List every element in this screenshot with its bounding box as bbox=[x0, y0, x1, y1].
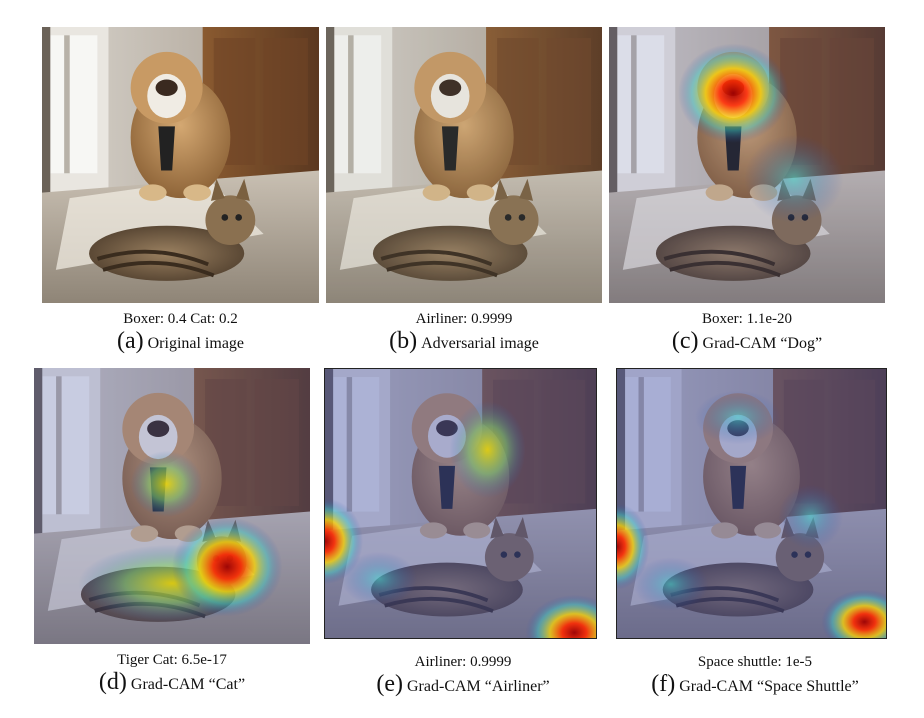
original-image bbox=[42, 27, 319, 303]
caption: (b) Adversarial image bbox=[326, 328, 602, 357]
panel-d: Tiger Cat: 6.5e-17 (d) Grad-CAM “Cat” bbox=[34, 368, 310, 698]
panel-f: Space shuttle: 1e-5 (f) Grad-CAM “Space … bbox=[616, 368, 893, 700]
caption: (e) Grad-CAM “Airliner” bbox=[325, 671, 601, 700]
score-label: Boxer: 1.1e-20 bbox=[702, 311, 792, 327]
caption-letter: (c) bbox=[671, 328, 699, 354]
caption-letter: (a) bbox=[116, 328, 144, 354]
caption: (f) Grad-CAM “Space Shuttle” bbox=[617, 671, 893, 700]
panel-a: Boxer: 0.4 Cat: 0.2 (a) Original image bbox=[42, 27, 319, 357]
caption-letter: (d) bbox=[98, 669, 127, 695]
panel-c: Boxer: 1.1e-20 (c) Grad-CAM “Dog” bbox=[609, 27, 885, 357]
caption-text: Adversarial image bbox=[421, 335, 539, 352]
score-label: Space shuttle: 1e-5 bbox=[697, 654, 813, 670]
score-label: Tiger Cat: 6.5e-17 bbox=[117, 652, 227, 668]
gradcam-space-shuttle-image bbox=[616, 368, 887, 639]
adversarial-image bbox=[326, 27, 602, 303]
gradcam-airliner-image bbox=[324, 368, 597, 639]
panel-e: Airliner: 0.9999 (e) Grad-CAM “Airliner” bbox=[324, 368, 601, 700]
caption: (a) Original image bbox=[42, 328, 319, 357]
score-label: Airliner: 0.9999 bbox=[415, 311, 513, 327]
score-label: Airliner: 0.9999 bbox=[414, 654, 512, 670]
caption-text: Grad-CAM “Space Shuttle” bbox=[679, 678, 859, 695]
caption-text: Grad-CAM “Dog” bbox=[702, 335, 823, 352]
caption-text: Original image bbox=[147, 335, 245, 352]
caption-letter: (f) bbox=[651, 671, 676, 697]
caption: (c) Grad-CAM “Dog” bbox=[609, 328, 885, 357]
caption-text: Grad-CAM “Airliner” bbox=[407, 678, 550, 695]
caption-letter: (b) bbox=[389, 328, 418, 354]
caption: (d) Grad-CAM “Cat” bbox=[34, 669, 310, 698]
score-label: Boxer: 0.4 Cat: 0.2 bbox=[123, 311, 238, 327]
gradcam-dog-image bbox=[609, 27, 885, 303]
caption-letter: (e) bbox=[376, 671, 403, 697]
caption-text: Grad-CAM “Cat” bbox=[130, 676, 246, 693]
gradcam-cat-image bbox=[34, 368, 310, 644]
panel-b: Airliner: 0.9999 (b) Adversarial image bbox=[326, 27, 602, 357]
